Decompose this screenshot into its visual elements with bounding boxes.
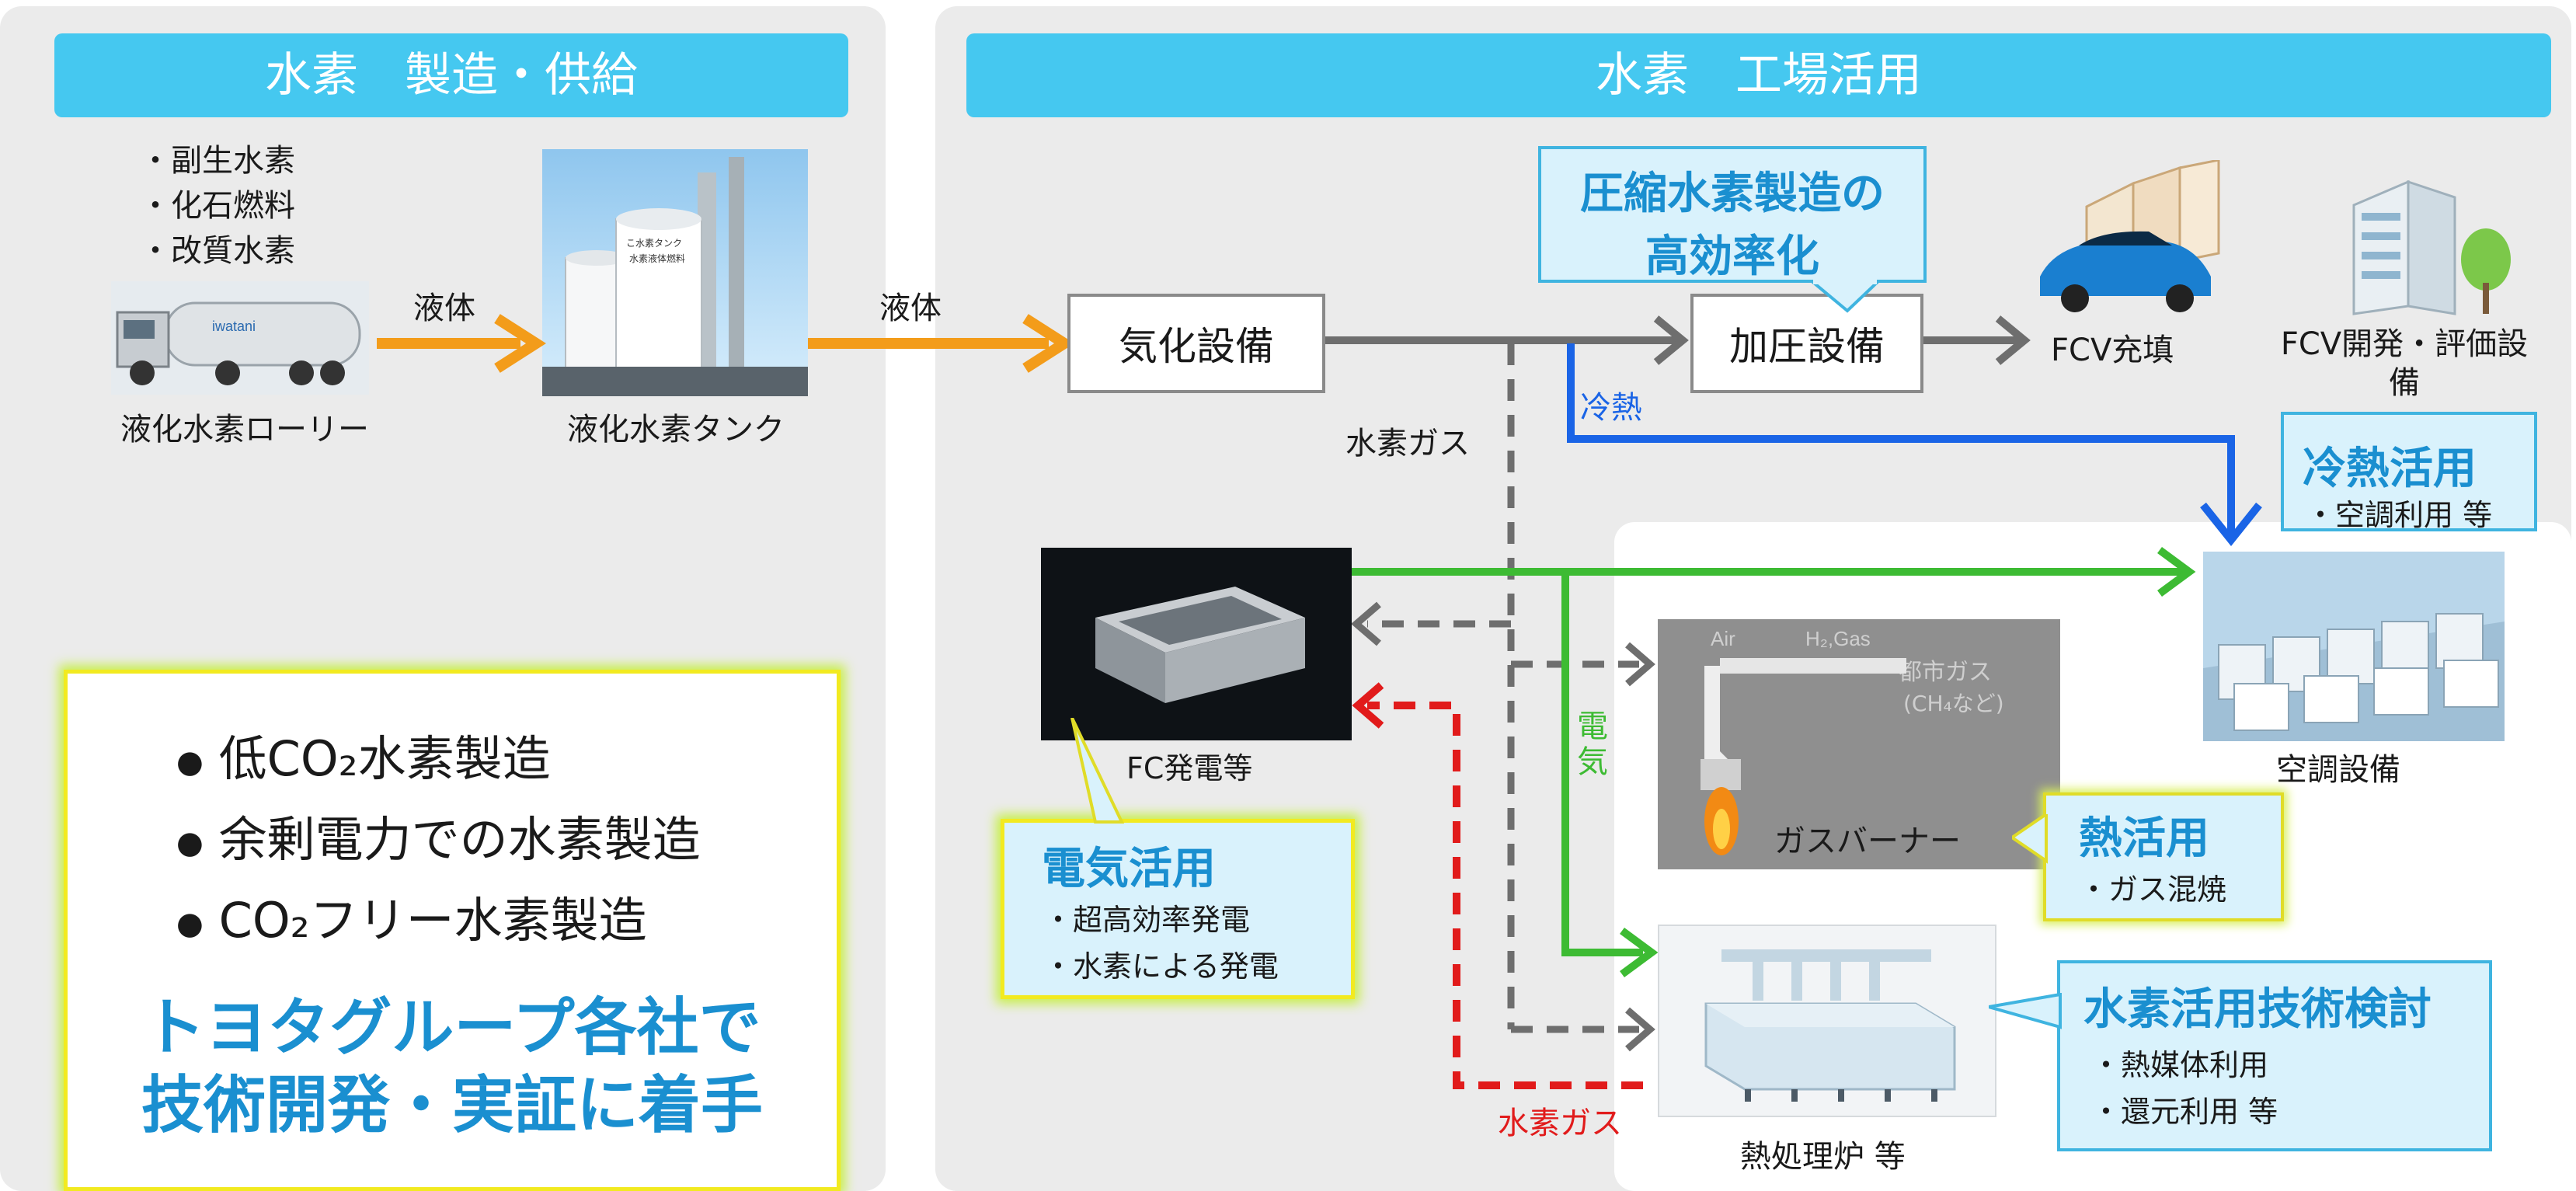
bullet-dot: ● — [176, 744, 204, 780]
burner-text-gas: H₂,Gas — [1805, 627, 1871, 650]
fcv-dev-label-line2: 備 — [2389, 365, 2420, 401]
fcv-dev-label-line1: FCV開発・評価設 — [2280, 326, 2529, 362]
gas-arrow-fcv-head — [1995, 315, 2031, 365]
source-list: ・副生水素 ・化石燃料 ・改質水素 — [140, 138, 295, 273]
fc-label: FC発電等 — [1126, 751, 1253, 785]
cold-arrow-head — [2200, 502, 2262, 547]
tank-sign-a: こ水素タンク — [626, 238, 682, 249]
burner-label: ガスバーナー — [1774, 824, 1961, 859]
tech-use-callout-tail — [1989, 993, 2062, 1029]
bullet-list: ● 低CO₂水素製造 ● 余剰電力での水素製造 ● CO₂フリー水素製造 — [176, 720, 701, 963]
burner-text-city: 都市ガス — [1899, 659, 1992, 686]
elec-use-callout-tail — [1070, 718, 1125, 824]
gas-arrow-compressor-head — [1653, 315, 1689, 365]
compress-callout-tail — [1810, 280, 1882, 313]
tech-use-item-1: ・熱媒体利用 — [2091, 1048, 2269, 1082]
bullet-text: 余剰電力での水素製造 — [218, 810, 701, 868]
source-reformed: ・改質水素 — [140, 233, 295, 269]
tech-use-title: 水素活用技術検討 — [2083, 984, 2432, 1035]
elec-label-2: 気 — [1577, 744, 1608, 780]
fcv-dev-image — [2338, 166, 2517, 322]
red-gas-dashed — [1367, 702, 1643, 1089]
heat-use-callout-tail — [2012, 814, 2048, 864]
fcv-dev-label: FCV開発・評価設 備 — [2261, 325, 2548, 402]
ac-label: 空調設備 — [2276, 752, 2400, 788]
heat-use-callout: 熱活用 ・ガス混焼 — [2043, 792, 2284, 921]
h2gas-label: 水素ガス — [1345, 426, 1470, 461]
liquid-arrow-2-head — [1022, 314, 1074, 373]
fcv-image — [2032, 160, 2234, 315]
liquid-label-1: 液体 — [413, 291, 475, 326]
elec-use-item-1: ・超高効率発電 — [1043, 903, 1251, 937]
elec-arrow-furnace-head — [1620, 927, 1659, 978]
elec-label-1: 電 — [1577, 709, 1608, 744]
summary-line-1: トヨタグループ各社で — [143, 991, 761, 1064]
furnace-image — [1658, 925, 1996, 1117]
right-header: 水素 工場活用 — [966, 33, 2551, 117]
fcv-fill-label: FCV充填 — [2051, 333, 2174, 368]
furnace-label: 熱処理炉 等 — [1740, 1139, 1906, 1175]
tank-label: 液化水素タンク — [567, 412, 785, 447]
lorry-label: 液化水素ローリー — [120, 412, 369, 447]
heat-use-title: 熱活用 — [2079, 813, 2209, 864]
elec-line-to-furnace — [1561, 572, 1643, 956]
burner-text-ch4: (CH₄など) — [1903, 691, 2004, 716]
gas-dashed-burner-head — [1625, 642, 1655, 687]
compress-callout-line1: 圧縮水素製造の — [1580, 169, 1885, 219]
bullet-text: CO₂フリー水素製造 — [218, 891, 647, 949]
compress-callout: 圧縮水素製造の 高効率化 — [1538, 146, 1927, 283]
cold-label: 冷熱 — [1580, 390, 1642, 426]
tech-use-item-2: ・還元利用 等 — [2091, 1095, 2278, 1129]
source-fossil: ・化石燃料 — [140, 188, 295, 224]
compressor-box: 加圧設備 — [1690, 294, 1923, 393]
left-header: 水素 製造・供給 — [54, 33, 848, 117]
cold-line — [1567, 343, 2235, 536]
bullet-dot: ● — [176, 905, 204, 942]
ac-image — [2203, 552, 2505, 741]
burner-image: Air H₂,Gas 都市ガス (CH₄など) — [1658, 619, 2060, 869]
summary-box: ● 低CO₂水素製造 ● 余剰電力での水素製造 ● CO₂フリー水素製造 トヨタ… — [64, 670, 841, 1191]
elec-use-item-2: ・水素による発電 — [1043, 949, 1279, 984]
liquid-label-2: 液体 — [879, 291, 942, 326]
gas-dashed-fc-head — [1351, 601, 1381, 646]
cold-use-item-1: ・空調利用 等 — [2306, 498, 2493, 532]
elec-arrow-ac-head — [2157, 546, 2196, 597]
elec-label: 電 気 — [1577, 709, 1608, 780]
burner-text-air: Air — [1711, 627, 1735, 650]
bullet-item: ● 余剰電力での水素製造 — [176, 801, 701, 882]
summary-line-2: 技術開発・実証に着手 — [141, 1069, 763, 1141]
cold-use-callout: 冷熱活用 ・空調利用 等 — [2281, 412, 2537, 532]
bullet-dot: ● — [176, 824, 204, 861]
bullet-text: 低CO₂水素製造 — [218, 730, 551, 787]
lorry-image: iwatani — [111, 281, 369, 395]
vaporizer-box: 気化設備 — [1067, 294, 1325, 393]
elec-use-callout: 電気活用 ・超高効率発電 ・水素による発電 — [1001, 819, 1355, 999]
tech-use-callout: 水素活用技術検討 ・熱媒体利用 ・還元利用 等 — [2057, 960, 2492, 1151]
bullet-item: ● CO₂フリー水素製造 — [176, 882, 701, 963]
heat-use-item-1: ・ガス混焼 — [2079, 872, 2227, 907]
tank-image: こ水素タンク 水素液体燃料 — [542, 149, 808, 396]
gas-dashed-furnace-head — [1625, 1007, 1655, 1052]
lorry-logo: iwatani — [212, 319, 256, 334]
red-gas-head — [1352, 682, 1384, 729]
source-byproduct: ・副生水素 — [140, 143, 295, 179]
elec-use-title: 電気活用 — [1042, 844, 1216, 894]
cold-use-title: 冷熱活用 — [2303, 444, 2477, 494]
bullet-item: ● 低CO₂水素製造 — [176, 720, 701, 801]
tank-sign-b: 水素液体燃料 — [629, 252, 685, 264]
compress-callout-line2: 高効率化 — [1645, 232, 1819, 282]
h2gas-red-label: 水素ガス — [1498, 1106, 1622, 1141]
summary-text: トヨタグループ各社で 技術開発・実証に着手 — [68, 989, 837, 1144]
liquid-arrow-1-head — [494, 314, 546, 373]
fc-image — [1041, 548, 1352, 740]
